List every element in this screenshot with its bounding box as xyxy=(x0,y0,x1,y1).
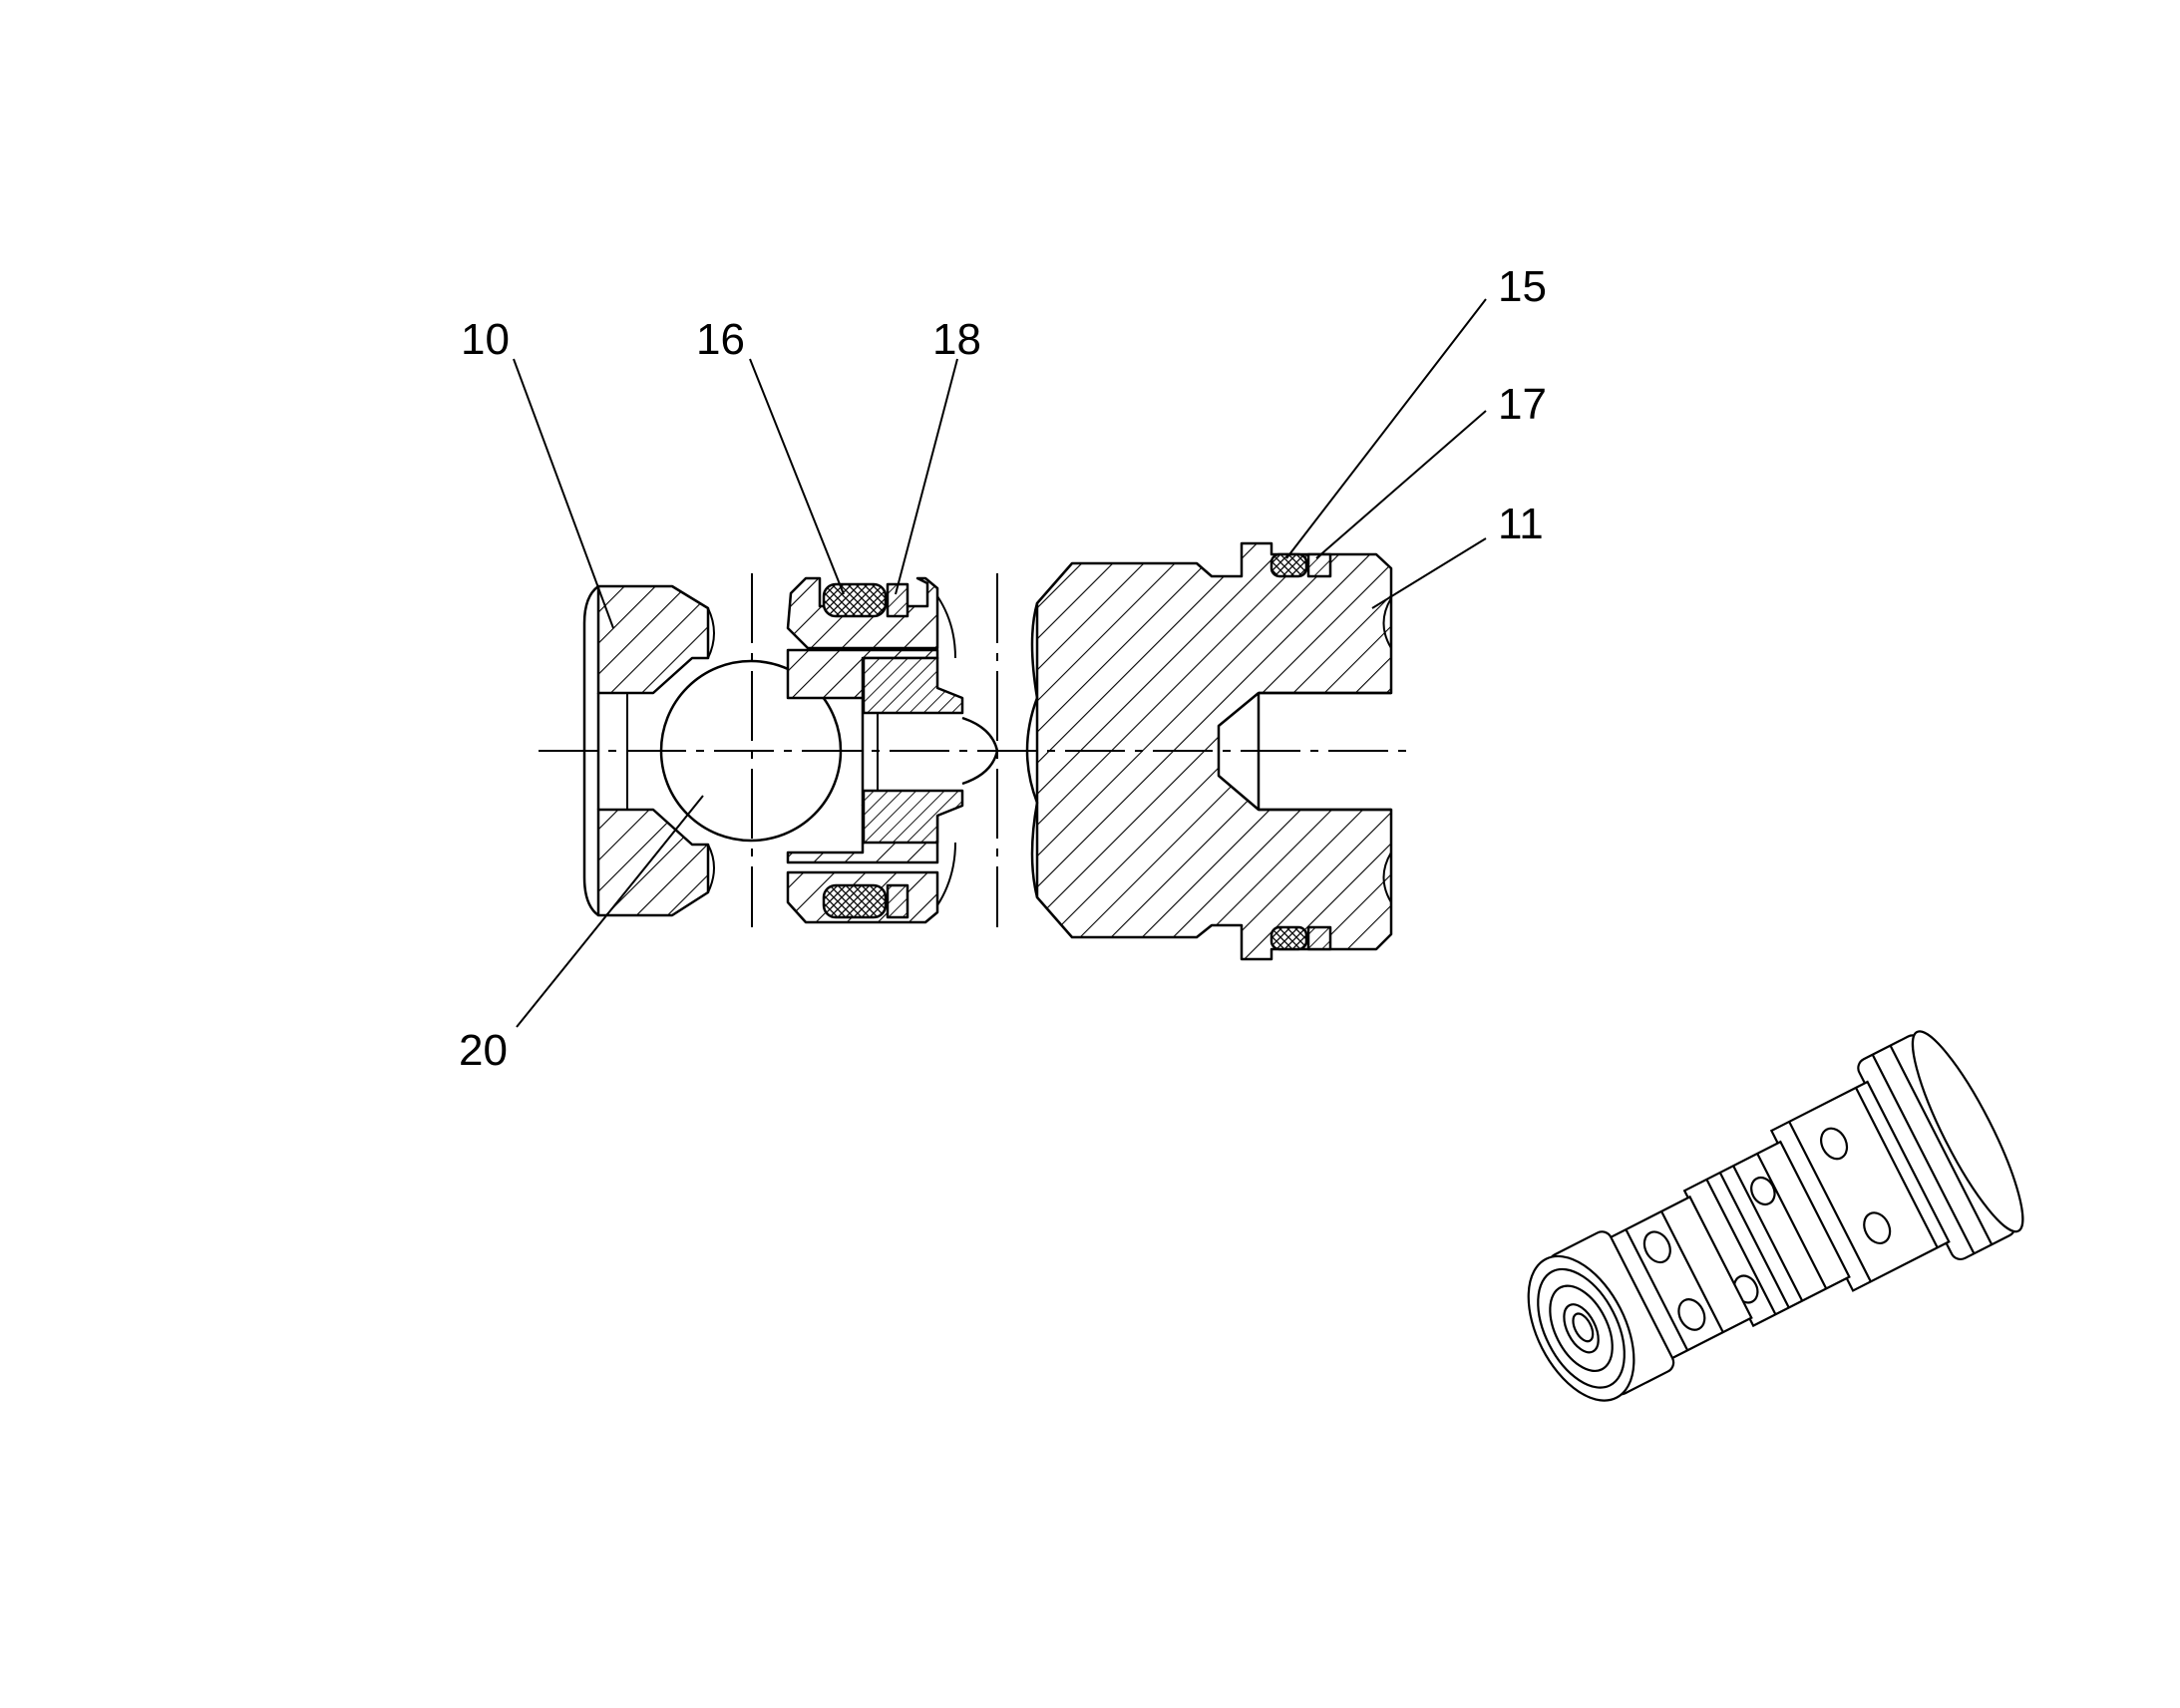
callout-10: 10 xyxy=(461,315,510,364)
callout-11: 11 xyxy=(1498,500,1544,548)
leader-lines xyxy=(513,298,1487,1028)
callout-15: 15 xyxy=(1498,262,1547,311)
backup-ring-18 xyxy=(886,582,909,919)
callout-18: 18 xyxy=(932,315,981,364)
section-view xyxy=(539,541,1406,961)
callout-16: 16 xyxy=(696,315,745,364)
iso-cartridge xyxy=(1527,1030,2024,1402)
backup-ring-17 xyxy=(1306,552,1332,951)
seal-15 xyxy=(1270,552,1308,951)
isometric-view xyxy=(1527,1030,2024,1402)
callout-17: 17 xyxy=(1498,380,1547,429)
seal-16 xyxy=(822,582,888,919)
callout-20: 20 xyxy=(459,1026,508,1075)
part-10-nose xyxy=(582,584,715,917)
center-lines xyxy=(539,573,1406,927)
